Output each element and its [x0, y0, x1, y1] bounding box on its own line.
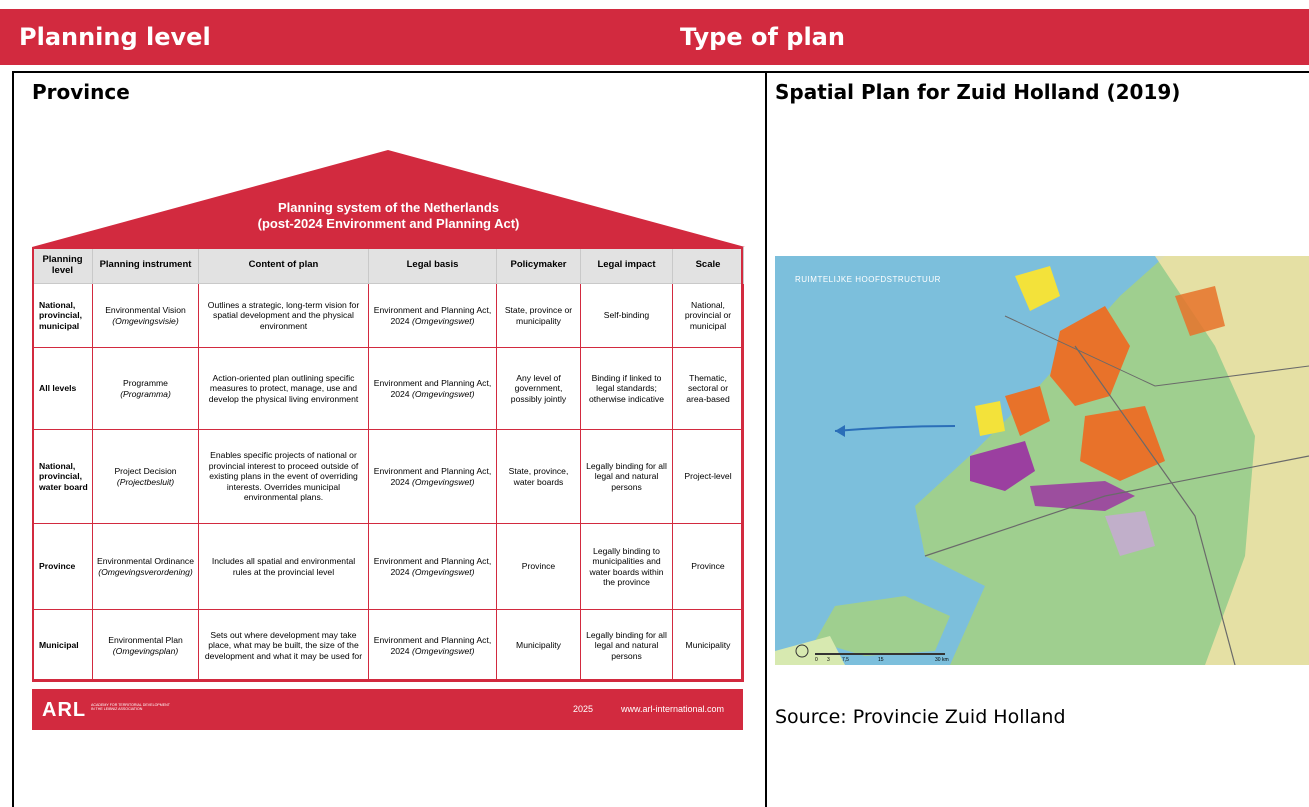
column-header: Policymaker: [496, 247, 581, 284]
plan-type-value: Spatial Plan for Zuid Holland (2019): [775, 80, 1181, 104]
spatial-structure-map: RUIMTELIJKE HOOFDSTRUCTUUR 0 3 7,5 15 30…: [775, 256, 1309, 665]
cell-level: Municipal: [32, 609, 93, 682]
infographic-title: Planning system of the Netherlands: [277, 200, 500, 215]
cell-legal-basis: Environment and Planning Act, 2024 (Omge…: [368, 429, 497, 524]
table-row: Province Environmental Ordinance(Omgevin…: [32, 523, 744, 610]
roof-shape: [32, 150, 745, 247]
column-header: Planning instrument: [92, 247, 199, 284]
cell-instrument: Environmental Plan(Omgevingsplan): [92, 609, 199, 682]
planning-system-infographic: Planning system of the Netherlands (post…: [32, 150, 745, 730]
table-border-left: [12, 71, 14, 807]
cell-policymaker: Province: [496, 523, 581, 610]
infographic-footer: ARL ACADEMY FOR TERRITORIAL DEVELOPMENT …: [32, 689, 743, 730]
map-label: RUIMTELIJKE HOOFDSTRUCTUUR: [795, 275, 941, 284]
header-type-of-plan: Type of plan: [680, 23, 845, 51]
cell-instrument: Environmental Ordinance(Omgevingsverorde…: [92, 523, 199, 610]
column-header: Planning level: [32, 247, 93, 284]
cell-policymaker: State, province or municipality: [496, 283, 581, 348]
cell-legal-basis: Environment and Planning Act, 2024 (Omge…: [368, 609, 497, 682]
cell-instrument: Programme(Programma): [92, 347, 199, 430]
arl-logo: ARL: [42, 699, 87, 721]
table-row: Municipal Environmental Plan(Omgevingspl…: [32, 609, 744, 682]
footer-year: 2025: [573, 704, 594, 714]
table-header: Planning level Type of plan: [0, 9, 1309, 65]
cell-scale: Project-level: [672, 429, 744, 524]
table-row: National, provincial, municipal Environm…: [32, 283, 744, 348]
map-scale-tick: 7,5: [842, 657, 849, 663]
cell-content: Action-oriented plan outlining specific …: [198, 347, 369, 430]
map-scale-tick: 15: [878, 657, 884, 663]
cell-content: Includes all spatial and environmental r…: [198, 523, 369, 610]
map-scale-tick: 0: [815, 657, 818, 663]
map-source: Source: Provincie Zuid Holland: [775, 706, 1066, 728]
cell-scale: Province: [672, 523, 744, 610]
infographic-subtitle: (post-2024 Environment and Planning Act): [257, 216, 520, 231]
column-header: Legal impact: [580, 247, 673, 284]
table-border-top: [12, 71, 1309, 73]
cell-legal-impact: Legally binding for all legal and natura…: [580, 609, 673, 682]
table-row: All levels Programme(Programma) Action-o…: [32, 347, 744, 430]
column-header: Content of plan: [198, 247, 369, 284]
cell-content: Enables specific projects of national or…: [198, 429, 369, 524]
cell-legal-basis: Environment and Planning Act, 2024 (Omge…: [368, 523, 497, 610]
arl-tagline: ACADEMY FOR TERRITORIAL DEVELOPMENT IN T…: [91, 703, 170, 712]
cell-scale: Municipality: [672, 609, 744, 682]
cell-instrument: Environmental Vision(Omgevingsvisie): [92, 283, 199, 348]
map-graphic: [775, 256, 1309, 665]
cell-policymaker: Municipality: [496, 609, 581, 682]
cell-level: National, provincial, municipal: [32, 283, 93, 348]
cell-policymaker: State, province, water boards: [496, 429, 581, 524]
cell-policymaker: Any level of government, possibly jointl…: [496, 347, 581, 430]
column-header: Scale: [672, 247, 744, 284]
cell-level: All levels: [32, 347, 93, 430]
table-border-middle: [765, 71, 767, 807]
column-header: Legal basis: [368, 247, 497, 284]
cell-legal-impact: Legally binding to municipalities and wa…: [580, 523, 673, 610]
cell-scale: Thematic, sectoral or area-based: [672, 347, 744, 430]
cell-level: Province: [32, 523, 93, 610]
cell-legal-basis: Environment and Planning Act, 2024 (Omge…: [368, 283, 497, 348]
cell-scale: National, provincial or municipal: [672, 283, 744, 348]
cell-instrument: Project Decision(Projectbesluit): [92, 429, 199, 524]
planning-instruments-table: Planning level Planning instrument Conte…: [32, 247, 744, 682]
map-scale-tick: 3: [827, 657, 830, 663]
cell-content: Sets out where development may take plac…: [198, 609, 369, 682]
header-planning-level: Planning level: [19, 23, 211, 51]
planning-level-value: Province: [32, 80, 130, 104]
footer-url: www.arl-international.com: [621, 704, 725, 714]
table-row: National, provincial, water board Projec…: [32, 429, 744, 524]
cell-legal-impact: Legally binding for all legal and natura…: [580, 429, 673, 524]
cell-legal-basis: Environment and Planning Act, 2024 (Omge…: [368, 347, 497, 430]
cell-legal-impact: Self-binding: [580, 283, 673, 348]
cell-legal-impact: Binding if linked to legal standards; ot…: [580, 347, 673, 430]
map-scale-tick: 30 km: [935, 657, 949, 663]
table-header-row: Planning level Planning instrument Conte…: [32, 247, 744, 284]
cell-level: National, provincial, water board: [32, 429, 93, 524]
cell-content: Outlines a strategic, long-term vision f…: [198, 283, 369, 348]
